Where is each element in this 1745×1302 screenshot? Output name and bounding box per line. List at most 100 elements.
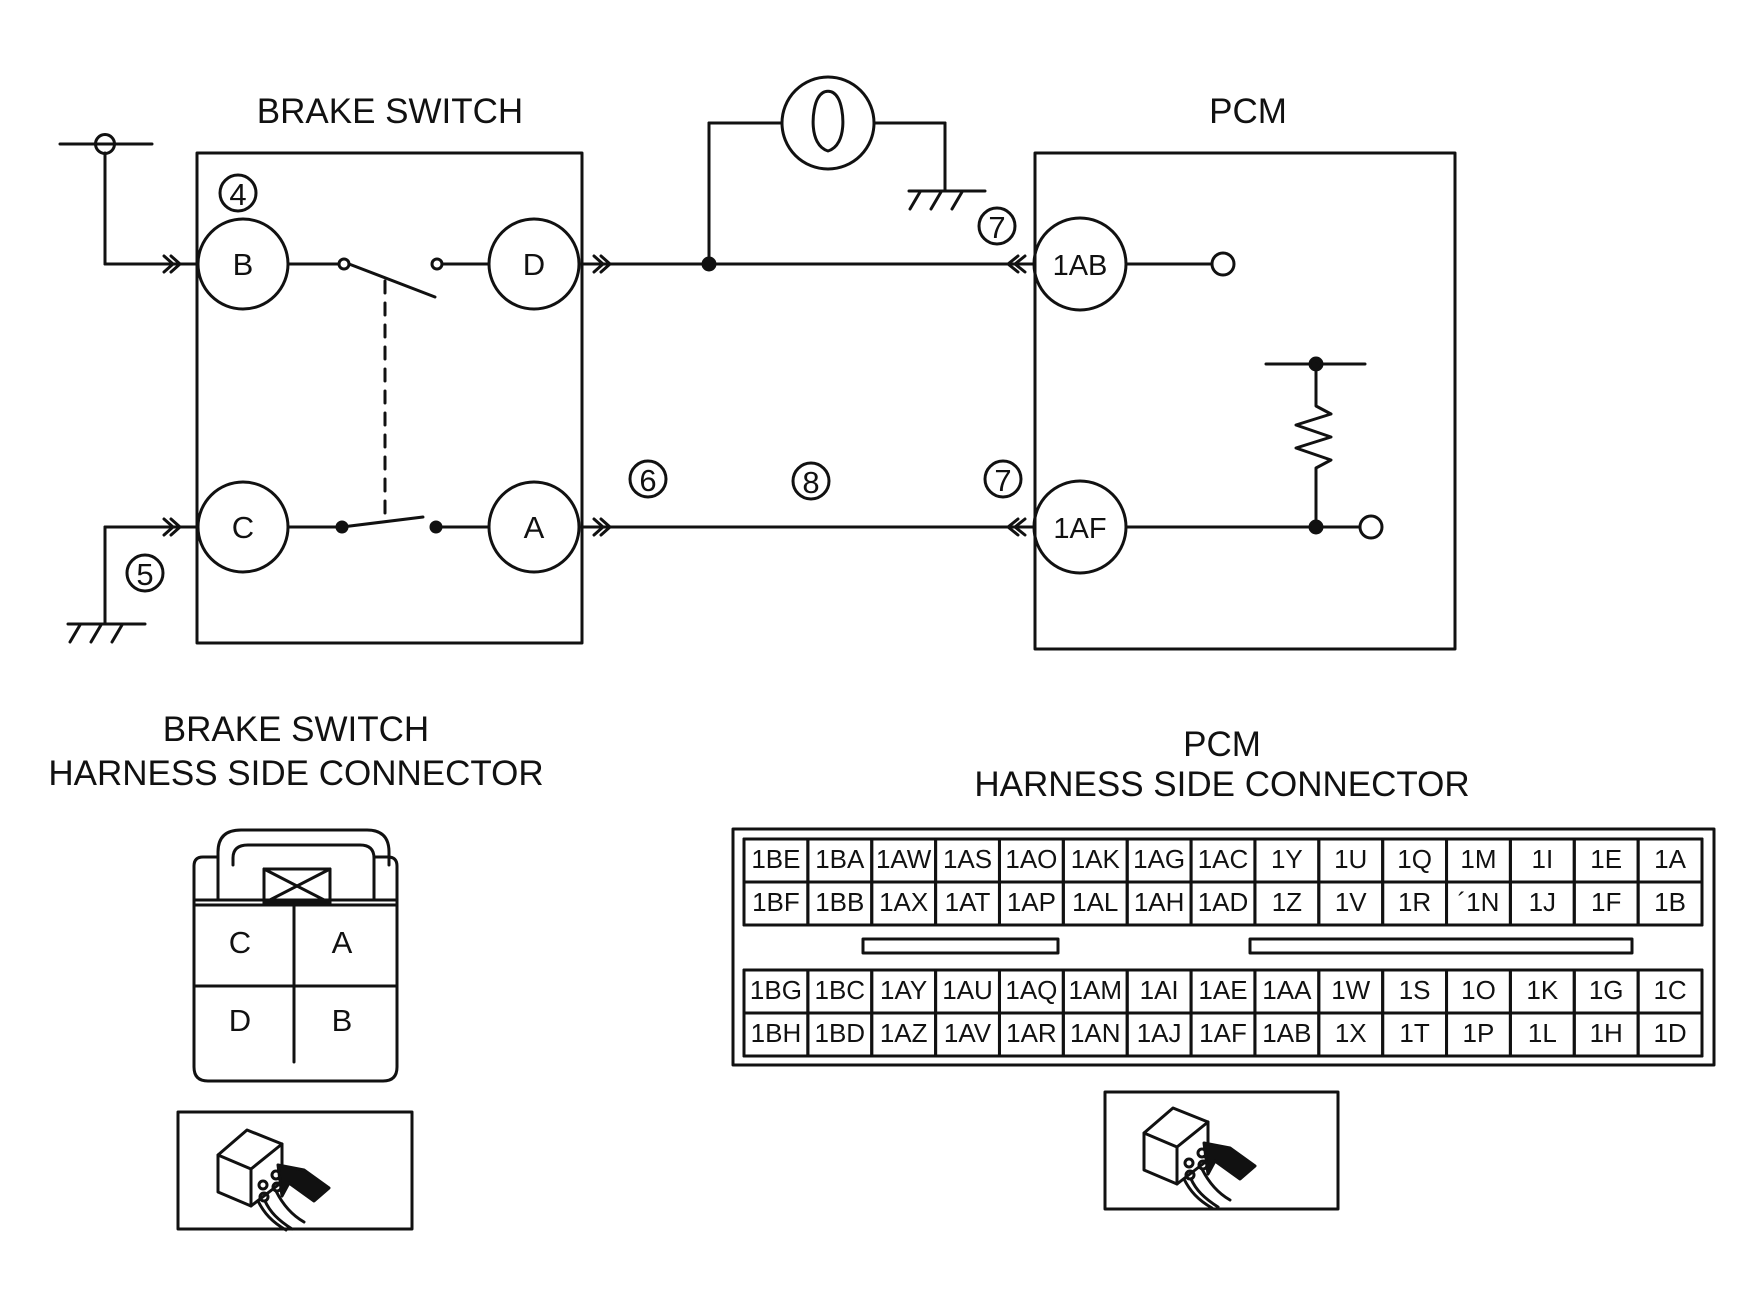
pcm-connector-pin-label: 1AN [1070,1018,1121,1048]
pcm-connector-pin-label: 1J [1529,887,1556,917]
pcm-connector-pin-label: 1AC [1198,844,1249,874]
lower-switch-blade [340,515,425,529]
pcm-connector-pin-label: 1Y [1271,844,1303,874]
brake-connector-lock-x-2 [262,867,332,905]
marker-7-top-label: 7 [988,210,1005,245]
pcm-pullup-resistor [1294,362,1333,528]
marker-7-bottom-circle [983,459,1023,499]
marker-4-circle [218,173,258,213]
pcm-connector-pin-label: 1C [1653,975,1686,1005]
pcm-connector-title-line1: PCM [1183,725,1261,764]
brake-connector-lock-outer [216,828,391,867]
brake-connector-left-tab [192,855,220,902]
pcm-box [1033,151,1457,651]
pcm-connector-pin-label: 1A [1654,844,1686,874]
pcm-title: PCM [1209,92,1287,131]
pcm-connector-pin-label: 1M [1460,844,1496,874]
pcm-connector-cell [1636,1011,1704,1058]
pcm-connector-pin-label: 1AQ [1005,975,1057,1005]
pcm-connector-pin-label: 1W [1331,975,1370,1005]
pcm-connector-pin-label: 1AS [943,844,992,874]
pcm-connector-pin-label: 1R [1398,887,1431,917]
marker-7-top-circle [977,206,1017,246]
brake-switch-pin-d-label: D [523,247,545,282]
pcm-connector-pin-label: 1H [1590,1018,1623,1048]
pcm-connector-pin-label: 1AH [1134,887,1185,917]
pcm-connector-pin-label: 1BA [815,844,865,874]
brake-switch-pin-c-label: C [232,510,254,545]
pcm-connector-pin-label: 1BD [815,1018,866,1048]
pcm-connector-pin-label: 1S [1399,975,1431,1005]
marker-8-circle [791,461,831,501]
pcm-connector-pin-label: 1AW [876,844,932,874]
pcm-connector-pin-label: 1AT [945,887,991,917]
brake-connector-lock-window [262,867,332,905]
pcm-connector-pin-label: 1P [1463,1018,1495,1048]
marker-5-circle [125,553,165,593]
lamp-ground-hatches [908,190,964,211]
pcm-connector-pin-label: 1AI [1140,975,1179,1005]
pcm-connector-pin-label: 1AM [1069,975,1122,1005]
brake-switch-box [195,151,584,645]
pcm-connector-pin-label: 1AD [1198,887,1249,917]
brake-connector-title-line1: BRAKE SWITCH [163,710,429,749]
pcm-resistor-bottom-junction [1308,519,1324,535]
brake-connector-cell-d: D [229,1003,251,1038]
pcm-connector-pin-label: 1K [1526,975,1558,1005]
pcm-connector-pin-label: 1O [1461,975,1496,1005]
pcm-connector-pin-label: 1AK [1071,844,1121,874]
connector-arrow-left-c [162,517,182,537]
marker-6-label: 6 [639,463,656,498]
pcm-connector-pin-label: 1AL [1072,887,1118,917]
marker-5-label: 5 [136,557,153,592]
pcm-connector-pin-label: 1AG [1133,844,1185,874]
pcm-connector-pin-label: 1L [1528,1018,1557,1048]
connector-arrow-left-b [162,254,182,274]
connector-arrow-right-a [592,517,612,537]
marker-7-bottom-label: 7 [994,463,1011,498]
pcm-connector-pin-label: 1AP [1007,887,1056,917]
pcm-connector-harness-view-icon [1142,1106,1257,1210]
brake-connector-harness-view-icon [216,1128,331,1232]
connector-arrow-left-1ab [1006,254,1027,274]
pcm-pin-1ab-label: 1AB [1053,250,1108,282]
pcm-connector-pin-label: 1B [1654,887,1686,917]
brake-switch-title: BRAKE SWITCH [257,92,523,131]
pcm-pin-1af-label: 1AF [1053,513,1106,545]
pcm-connector-pin-label: 1AE [1198,975,1247,1005]
brake-switch-pin-b-label: B [233,247,254,282]
pcm-connector-title-line2: HARNESS SIDE CONNECTOR [974,765,1469,804]
brake-switch-pin-a-label: A [524,510,545,545]
brake-connector-lock-inner [231,843,376,867]
brake-connector-title-line2: HARNESS SIDE CONNECTOR [48,754,543,793]
ground-symbol-hatches [68,623,124,644]
pcm-connector-pin-label: 1BB [815,887,864,917]
pcm-connector-view-box [1103,1090,1340,1211]
connector-arrow-left-1af [1006,517,1027,537]
pcm-connector-pin-label: 1AO [1005,844,1057,874]
brake-connector-cell-a: A [332,925,353,960]
pcm-connector-pin-label: 1AA [1262,975,1312,1005]
pcm-connector-pin-label: 1BC [815,975,866,1005]
pcm-connector-pin-label: 1BH [751,1018,802,1048]
pcm-1af-terminal [1358,514,1384,540]
pcm-1ab-terminal [1210,251,1236,277]
pcm-connector-pin-label: 1AJ [1137,1018,1182,1048]
pcm-connector-pin-label: 1E [1590,844,1622,874]
pcm-connector-pin-label: 1V [1335,887,1367,917]
pcm-connector-pin-label: 1BE [751,844,800,874]
pcm-connector-pin-label: 1G [1589,975,1624,1005]
pcm-connector-pin-label: 1AR [1006,1018,1057,1048]
pcm-connector-pin-label: 1Q [1397,844,1432,874]
pcm-connector-pin-label: 1U [1334,844,1367,874]
brake-connector-view-box [176,1110,414,1231]
lamp-filament-icon [811,89,845,153]
pcm-connector-pin-label: 1AU [942,975,993,1005]
connector-arrow-right-d [592,254,612,274]
pcm-connector-pin-label: 1BG [750,975,802,1005]
pcm-connector-slot-right [1248,937,1634,955]
brake-connector-body [192,898,399,1083]
